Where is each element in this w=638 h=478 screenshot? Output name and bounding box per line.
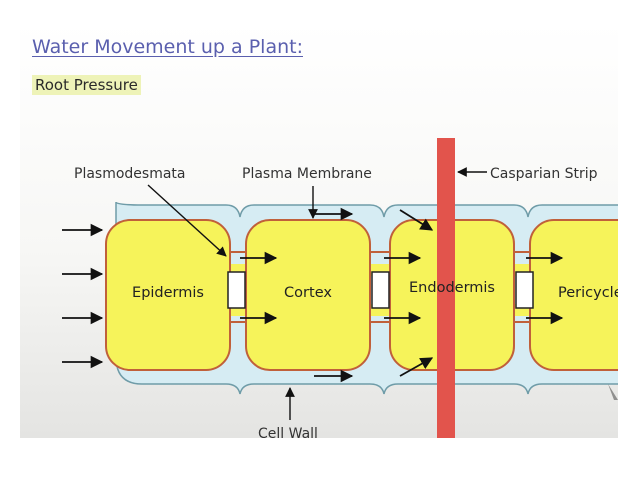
cell-wall-label: Cell Wall xyxy=(258,426,318,438)
casparian-strip-label: Casparian Strip xyxy=(490,166,598,182)
endodermis-label: Endodermis xyxy=(409,280,495,296)
plasmodesma-gap xyxy=(227,271,246,309)
cortex-label: Cortex xyxy=(284,285,332,301)
plasmodesma-gap xyxy=(371,271,390,309)
slide-title: Water Movement up a Plant: xyxy=(32,36,303,58)
plasmodesmata-label: Plasmodesmata xyxy=(74,166,186,182)
slide: Water Movement up a Plant: Root Pressure xyxy=(20,22,618,438)
root-pressure-diagram: Epidermis Cortex Endodermis Pericycle Pl… xyxy=(62,138,618,438)
casparian-strip xyxy=(437,138,455,438)
pointer-cursor-mark xyxy=(608,384,618,400)
plasmodesma-gap xyxy=(515,271,534,309)
water-flow-arrow xyxy=(399,209,434,231)
epidermis-label: Epidermis xyxy=(132,285,204,301)
slide-subtitle: Root Pressure xyxy=(32,75,141,95)
water-flow-arrow xyxy=(399,357,434,377)
plasmodesmata-pointer xyxy=(147,184,227,257)
pericycle-label: Pericycle xyxy=(558,285,618,301)
plasma-membrane-label: Plasma Membrane xyxy=(242,166,372,182)
